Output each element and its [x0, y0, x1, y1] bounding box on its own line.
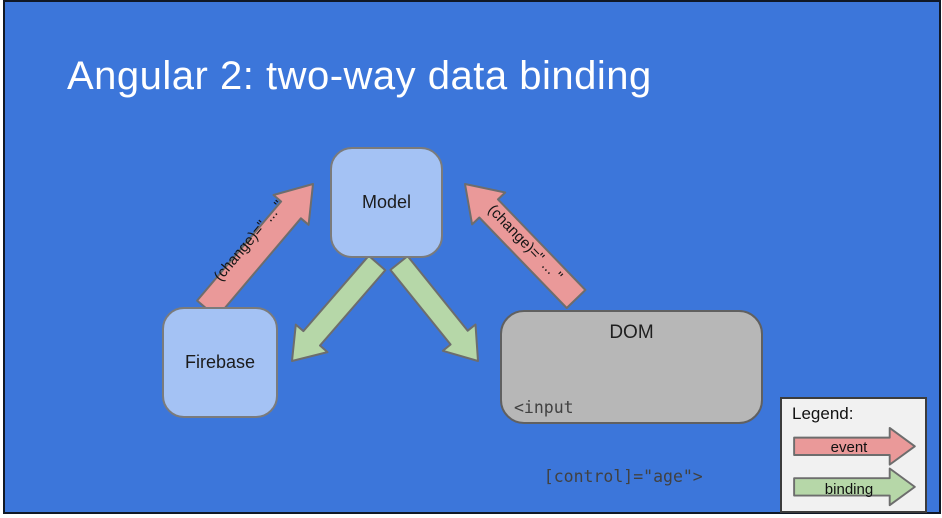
node-firebase: Firebase — [162, 307, 278, 418]
legend-box: Legend: event binding — [780, 397, 927, 513]
legend-binding-arrow-icon — [793, 467, 916, 507]
node-dom: DOM <input [control]="age"> — [500, 310, 763, 486]
node-dom-code-line1: <input — [514, 398, 574, 417]
node-dom-label: DOM — [609, 322, 654, 343]
node-firebase-label: Firebase — [184, 352, 256, 372]
node-dom-code: <input [control]="age"> — [514, 350, 761, 518]
slide-canvas: Angular 2: two-way data binding — [3, 0, 941, 514]
legend-event-label: event — [830, 439, 868, 456]
node-dom-code-line2: [control]="age"> — [514, 467, 703, 486]
slide-title: Angular 2: two-way data binding — [67, 54, 652, 98]
node-model: Model — [330, 147, 443, 258]
legend-arrows — [793, 427, 916, 507]
node-model-label: Model — [361, 192, 412, 212]
legend-binding-label: binding — [824, 481, 874, 498]
legend-title: Legend: — [792, 404, 854, 423]
legend-event-arrow-icon — [793, 427, 916, 466]
